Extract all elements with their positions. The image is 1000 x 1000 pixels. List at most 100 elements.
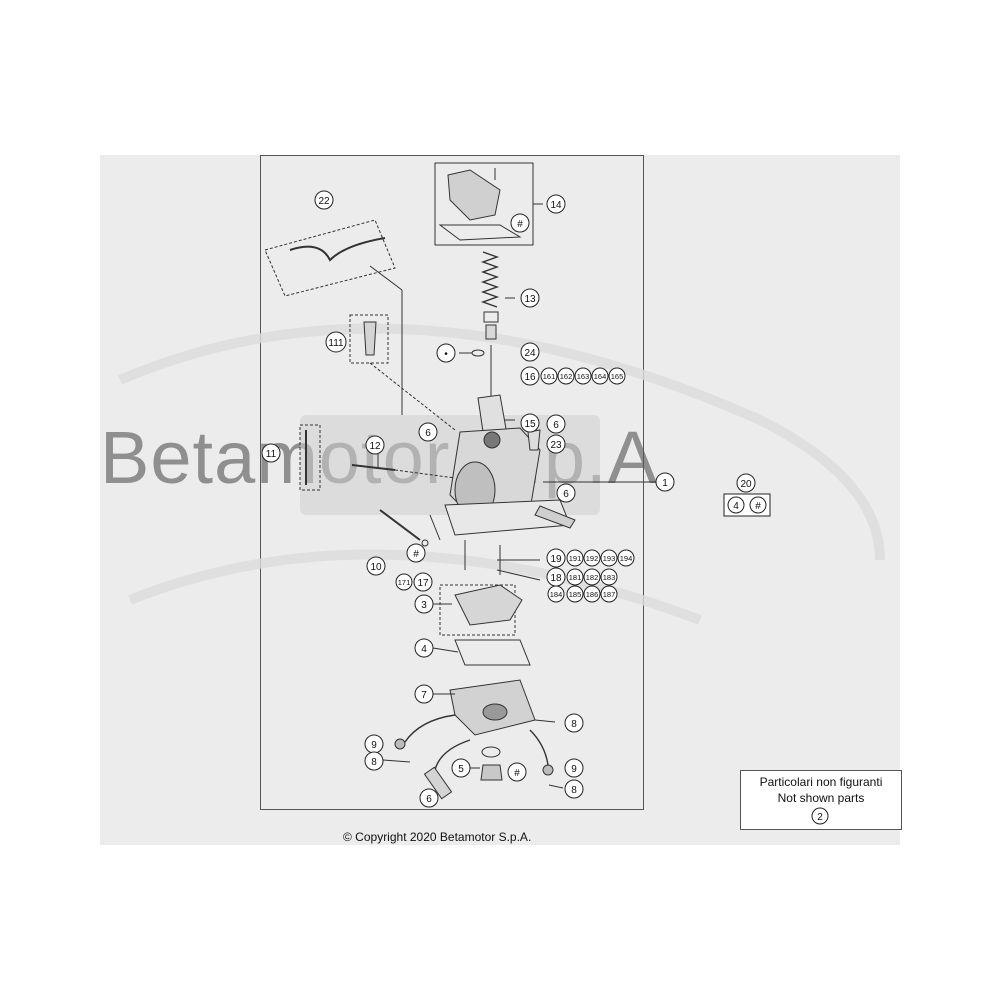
- callout-22: 22: [314, 190, 334, 210]
- svg-text:111: 111: [328, 338, 344, 349]
- callout-20-4: 4: [727, 496, 745, 514]
- callout-163: 163: [574, 367, 592, 385]
- svg-text:•: •: [444, 349, 448, 360]
- copyright-text: © Copyright 2020 Betamotor S.p.A.: [343, 830, 532, 844]
- not-shown-label-en: Not shown parts: [777, 791, 865, 805]
- svg-text:165: 165: [611, 372, 624, 381]
- svg-text:6: 6: [553, 420, 559, 431]
- svg-text:191: 191: [569, 554, 582, 563]
- svg-text:6: 6: [563, 489, 569, 500]
- svg-text:9: 9: [571, 764, 577, 775]
- callout-7: 7: [414, 684, 434, 704]
- callout-10: 10: [366, 556, 386, 576]
- svg-text:19: 19: [550, 554, 562, 565]
- callout-6-c: 6: [556, 483, 576, 503]
- svg-text:171: 171: [398, 578, 411, 587]
- callout-1: 1: [655, 472, 675, 492]
- callout-18: 18: [546, 567, 566, 587]
- part-22-outline: [264, 219, 396, 297]
- callout-194: 194: [617, 549, 635, 567]
- callout-4: 4: [414, 638, 434, 658]
- svg-text:193: 193: [603, 554, 616, 563]
- part-20-kit: 4 #: [723, 493, 771, 517]
- callout-20: 20: [736, 473, 756, 493]
- svg-text:#: #: [514, 768, 520, 779]
- callout-6-d: 6: [419, 788, 439, 808]
- svg-text:22: 22: [318, 196, 330, 207]
- callout-3: 3: [414, 594, 434, 614]
- callout-193: 193: [600, 549, 618, 567]
- callout-20-hash: #: [749, 496, 767, 514]
- part-11-box: [299, 424, 321, 491]
- callout-181: 181: [566, 568, 584, 586]
- callout-192: 192: [583, 549, 601, 567]
- svg-text:162: 162: [560, 372, 573, 381]
- svg-text:#: #: [517, 219, 523, 230]
- callout-182: 182: [583, 568, 601, 586]
- callout-183: 183: [600, 568, 618, 586]
- svg-text:8: 8: [371, 757, 377, 768]
- svg-text:185: 185: [569, 590, 582, 599]
- callout-11: 11: [261, 443, 281, 463]
- svg-text:12: 12: [369, 441, 381, 452]
- callout-9-b: 9: [564, 758, 584, 778]
- svg-text:6: 6: [426, 794, 432, 805]
- callout-12: 12: [365, 435, 385, 455]
- svg-text:4: 4: [421, 644, 427, 655]
- callout-171: 171: [395, 573, 413, 591]
- callout-162: 162: [557, 367, 575, 385]
- callout-17: 17: [413, 572, 433, 592]
- callout-19: 19: [546, 548, 566, 568]
- svg-text:182: 182: [586, 573, 599, 582]
- callout-2: 2: [811, 807, 829, 825]
- svg-text:161: 161: [543, 372, 556, 381]
- svg-text:192: 192: [586, 554, 599, 563]
- svg-text:20: 20: [740, 479, 752, 490]
- callout-9-a: 9: [364, 734, 384, 754]
- callout-5-hash: #: [507, 762, 527, 782]
- svg-text:163: 163: [577, 372, 590, 381]
- svg-text:17: 17: [417, 578, 429, 589]
- svg-text:181: 181: [569, 573, 582, 582]
- svg-text:5: 5: [458, 764, 464, 775]
- svg-text:15: 15: [524, 419, 536, 430]
- not-shown-label-it: Particolari non figuranti: [759, 775, 883, 789]
- callout-8-c: 8: [564, 779, 584, 799]
- svg-text:184: 184: [550, 590, 563, 599]
- svg-text:164: 164: [594, 372, 607, 381]
- svg-text:24: 24: [524, 348, 536, 359]
- callout-184: 184: [547, 585, 565, 603]
- callout-161: 161: [540, 367, 558, 385]
- callout-23: 23: [546, 434, 566, 454]
- svg-text:11: 11: [266, 449, 277, 460]
- svg-text:16: 16: [524, 372, 536, 383]
- svg-text:9: 9: [371, 740, 377, 751]
- svg-text:187: 187: [603, 590, 616, 599]
- svg-text:2: 2: [817, 812, 823, 823]
- callout-111: 111: [325, 331, 347, 353]
- callout-16: 16: [520, 366, 540, 386]
- callout-dot: •: [436, 343, 456, 363]
- svg-text:186: 186: [586, 590, 599, 599]
- part-111-box: [349, 314, 389, 364]
- svg-text:8: 8: [571, 785, 577, 796]
- svg-text:13: 13: [524, 294, 536, 305]
- svg-text:3: 3: [421, 600, 427, 611]
- callout-164: 164: [591, 367, 609, 385]
- svg-text:183: 183: [603, 573, 616, 582]
- svg-text:4: 4: [733, 501, 739, 512]
- callout-14: 14: [546, 194, 566, 214]
- part-22-cable: [289, 237, 386, 262]
- callout-13: 13: [520, 288, 540, 308]
- svg-text:10: 10: [370, 562, 382, 573]
- callout-14-hash: #: [510, 213, 530, 233]
- callout-8-a: 8: [564, 713, 584, 733]
- svg-text:23: 23: [550, 440, 562, 451]
- svg-text:#: #: [413, 549, 419, 560]
- svg-text:1: 1: [662, 478, 668, 489]
- callout-191: 191: [566, 549, 584, 567]
- part-13-spring: [480, 251, 500, 308]
- not-shown-parts-box: Particolari non figuranti Not shown part…: [740, 770, 902, 830]
- callout-6-b: 6: [546, 414, 566, 434]
